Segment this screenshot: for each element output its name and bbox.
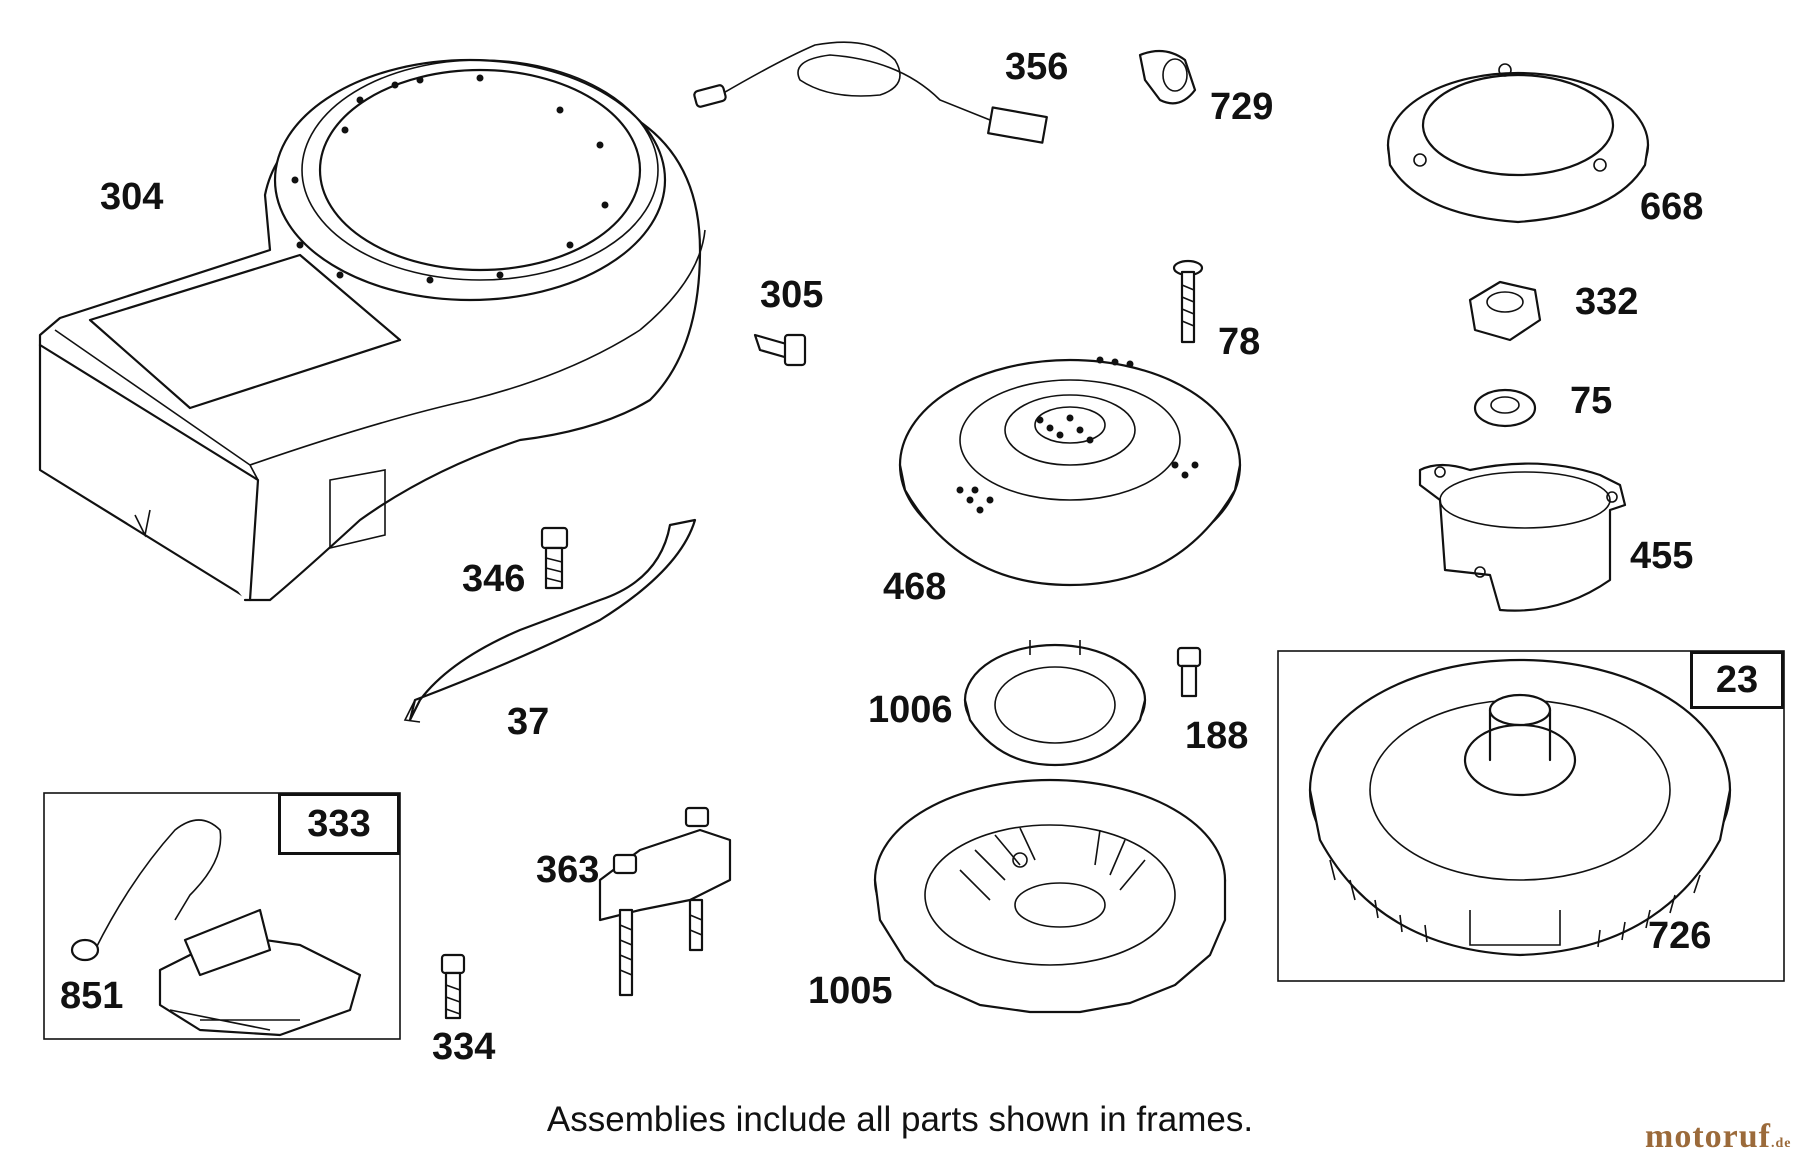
part-label-729: 729 bbox=[1210, 86, 1274, 128]
bolt-part bbox=[1176, 646, 1202, 698]
part-label-668: 668 bbox=[1640, 186, 1704, 228]
air-guide-part bbox=[403, 518, 697, 723]
kill-wire-part bbox=[693, 41, 1048, 144]
part-label-851: 851 bbox=[60, 975, 124, 1017]
nut-part bbox=[1468, 280, 1542, 342]
part-label-1005: 1005 bbox=[808, 970, 893, 1012]
frames-caption: Assemblies include all parts shown in fr… bbox=[546, 1100, 1254, 1139]
part-label-304: 304 bbox=[100, 176, 164, 218]
part-label-305: 305 bbox=[760, 274, 824, 316]
part-label-726: 726 bbox=[1648, 915, 1712, 957]
watermark-brand: motoruf bbox=[1645, 1118, 1771, 1155]
part-label-188: 188 bbox=[1185, 715, 1249, 757]
mounting-plate-part bbox=[1386, 63, 1650, 224]
part-label-468: 468 bbox=[883, 566, 947, 608]
bolt-part bbox=[753, 333, 807, 367]
ignition-coil-part bbox=[70, 819, 362, 1037]
part-label-75: 75 bbox=[1570, 380, 1613, 422]
part-label-78: 78 bbox=[1218, 321, 1261, 363]
bolt-part bbox=[540, 526, 569, 590]
ignition-coil-frame bbox=[43, 792, 401, 1040]
flywheel-assembly-part bbox=[1308, 658, 1732, 957]
part-label-356: 356 bbox=[1005, 46, 1069, 88]
grommet-part bbox=[1138, 49, 1197, 105]
flywheel-part bbox=[873, 778, 1227, 1014]
screw-part bbox=[1172, 259, 1204, 344]
starter-cup-part bbox=[1418, 462, 1627, 612]
washer-part bbox=[1473, 388, 1537, 428]
blower-housing-part bbox=[38, 58, 706, 602]
frame-tag-23: 23 bbox=[1690, 651, 1784, 709]
flywheel-frame bbox=[1277, 650, 1785, 982]
part-label-346: 346 bbox=[462, 558, 526, 600]
coil-bracket-part bbox=[598, 806, 732, 997]
watermark-logo: motoruf.de bbox=[1645, 1118, 1791, 1156]
watermark-tld: .de bbox=[1770, 1136, 1792, 1151]
part-label-334: 334 bbox=[432, 1026, 496, 1068]
frame-tag-333: 333 bbox=[278, 793, 400, 855]
part-label-332: 332 bbox=[1575, 281, 1639, 323]
part-label-37: 37 bbox=[507, 701, 550, 743]
rotating-screen-part bbox=[898, 356, 1242, 587]
part-label-1006: 1006 bbox=[868, 689, 953, 731]
part-label-363: 363 bbox=[536, 849, 600, 891]
screw-part bbox=[440, 953, 466, 1020]
clutch-part bbox=[963, 640, 1147, 767]
part-label-455: 455 bbox=[1630, 535, 1694, 577]
